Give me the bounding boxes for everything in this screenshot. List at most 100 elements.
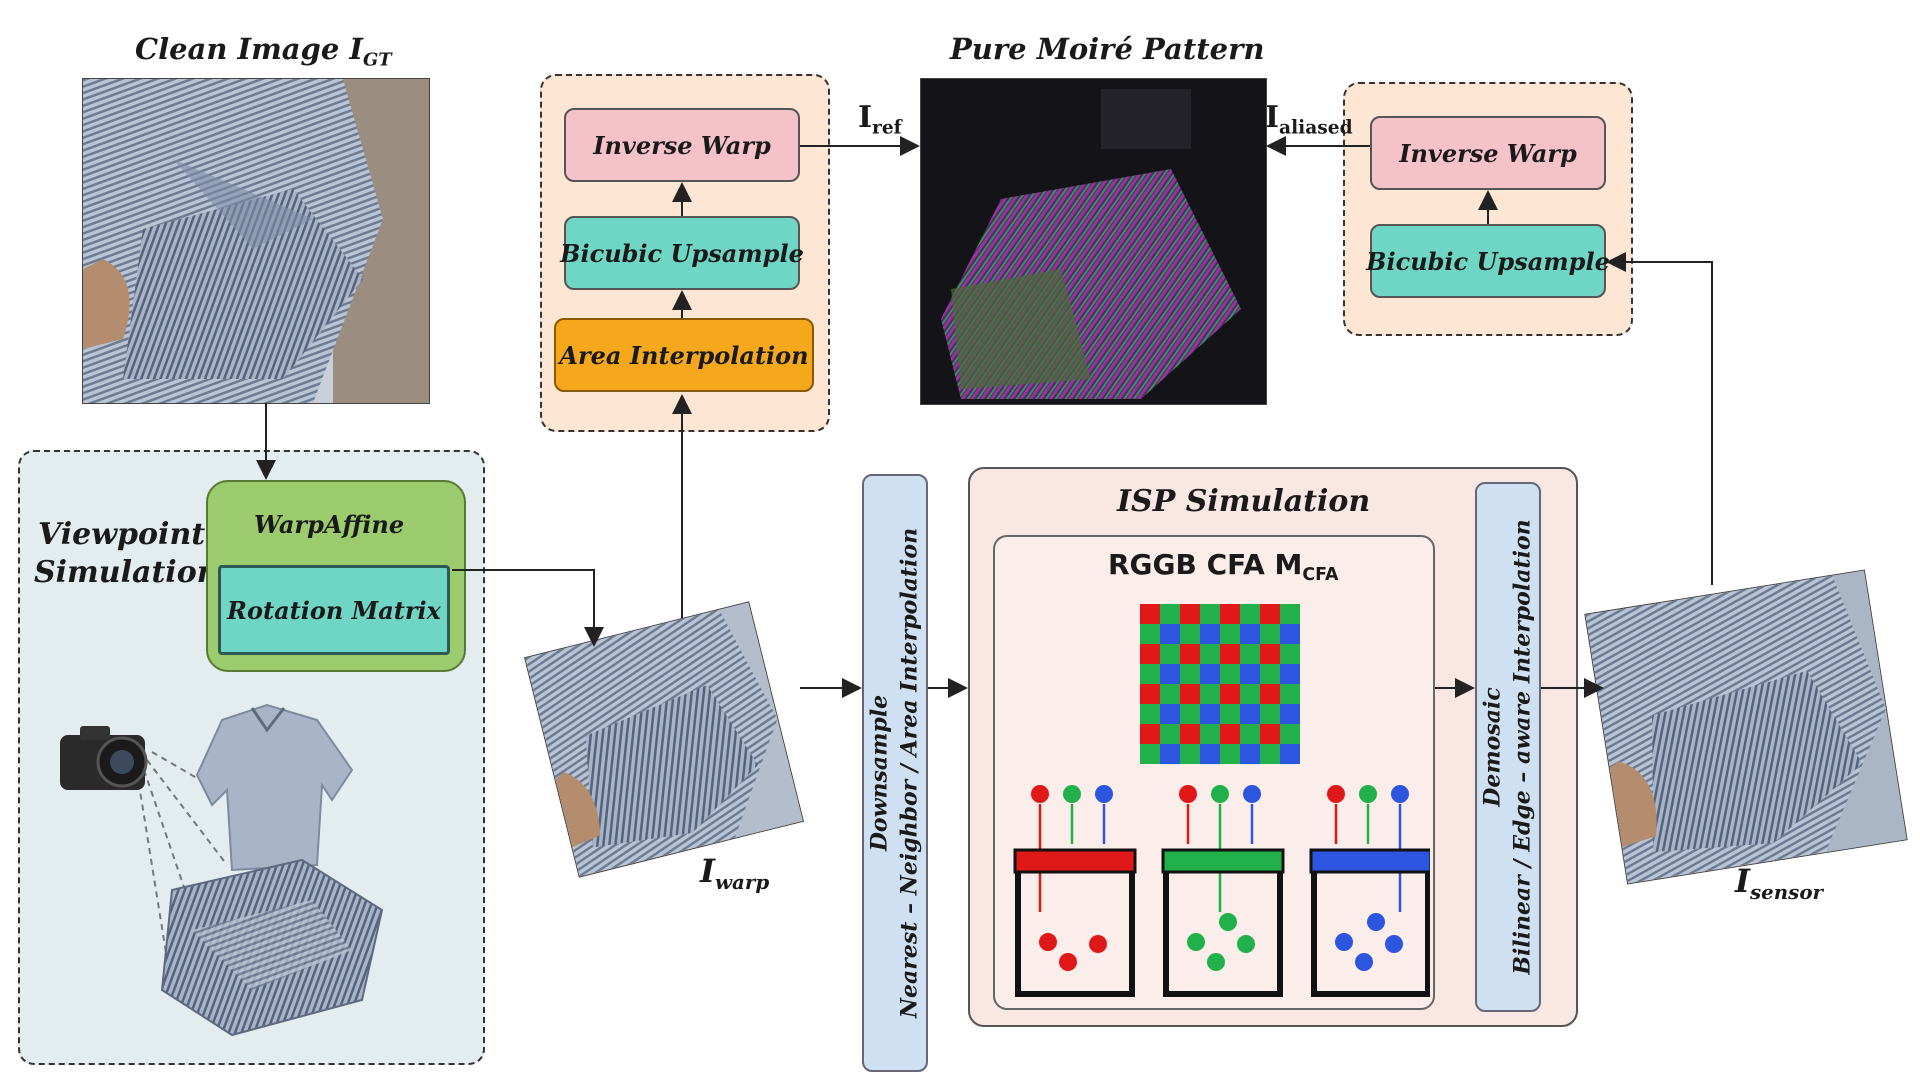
cfa-cell xyxy=(1200,664,1220,684)
cfa-cell xyxy=(1160,624,1180,644)
i-warp-label: Iwarp xyxy=(700,852,770,894)
cfa-cell xyxy=(1140,704,1160,724)
cfa-cell xyxy=(1200,684,1220,704)
captured-photon xyxy=(1219,913,1237,931)
cfa-cell xyxy=(1200,644,1220,664)
color-filter xyxy=(1013,848,1137,874)
cfa-cell xyxy=(1140,604,1160,624)
cfa-cell xyxy=(1160,664,1180,684)
cfa-cell xyxy=(1220,664,1240,684)
cfa-cell xyxy=(1180,624,1200,644)
sensor-well xyxy=(1163,872,1283,997)
isp-title: ISP Simulation xyxy=(1117,484,1371,519)
photon-ball xyxy=(1243,785,1261,803)
cfa-cell xyxy=(1220,684,1240,704)
cfa-cell xyxy=(1220,604,1240,624)
captured-photon xyxy=(1187,933,1205,951)
camera-icon xyxy=(60,726,148,790)
cfa-cell xyxy=(1160,744,1180,764)
sensor-well xyxy=(1015,872,1135,997)
cfa-cell xyxy=(1200,724,1220,744)
cfa-cell xyxy=(1180,684,1200,704)
cfa-cell xyxy=(1200,744,1220,764)
cfa-cell xyxy=(1240,644,1260,664)
photon-ball xyxy=(1359,785,1377,803)
sensor-well xyxy=(1311,872,1430,997)
warp-affine-label: WarpAffine xyxy=(254,510,405,539)
cfa-cell xyxy=(1180,704,1200,724)
cfa-cell xyxy=(1220,704,1240,724)
cfa-cell xyxy=(1260,744,1280,764)
color-filter xyxy=(1161,848,1285,874)
rotation-matrix-box: Rotation Matrix xyxy=(218,565,450,655)
cfa-cell xyxy=(1200,604,1220,624)
cfa-cell xyxy=(1180,744,1200,764)
cfa-cell xyxy=(1140,644,1160,664)
i-sensor-label: Isensor xyxy=(1735,862,1823,904)
cfa-cell xyxy=(1240,664,1260,684)
cfa-cell xyxy=(1180,724,1200,744)
cfa-cell xyxy=(1160,704,1180,724)
captured-photon xyxy=(1355,953,1373,971)
captured-photon xyxy=(1385,935,1403,953)
cfa-cell xyxy=(1220,624,1240,644)
cfa-bins xyxy=(1013,785,1430,997)
captured-photon xyxy=(1237,935,1255,953)
cfa-cell xyxy=(1280,604,1300,624)
pure-moire-photo xyxy=(920,78,1267,405)
cfa-cell xyxy=(1180,664,1200,684)
cfa-cell xyxy=(1280,624,1300,644)
color-filter xyxy=(1309,848,1430,874)
left-bicubic-upsample-box: Bicubic Upsample xyxy=(560,216,804,290)
cfa-cell xyxy=(1240,684,1260,704)
cfa-cell xyxy=(1280,724,1300,744)
cfa-cell xyxy=(1260,704,1280,724)
cfa-cell xyxy=(1200,704,1220,724)
cfa-cell xyxy=(1160,684,1180,704)
left-inverse-warp-box: Inverse Warp xyxy=(564,108,800,182)
cfa-cell xyxy=(1240,724,1260,744)
cfa-cell xyxy=(1140,684,1160,704)
photon-ball xyxy=(1095,785,1113,803)
cfa-cell xyxy=(1280,644,1300,664)
cfa-cell xyxy=(1260,684,1280,704)
captured-photon xyxy=(1089,935,1107,953)
photon-ball xyxy=(1211,785,1229,803)
camera-shirt-illustration xyxy=(52,690,432,1050)
cfa-cell xyxy=(1260,604,1280,624)
cfa-cell xyxy=(1180,604,1200,624)
cfa-cell xyxy=(1260,724,1280,744)
cfa-cell xyxy=(1280,704,1300,724)
cfa-cell xyxy=(1180,644,1200,664)
cfa-cell xyxy=(1220,744,1240,764)
cfa-cell xyxy=(1140,624,1160,644)
cfa-cell xyxy=(1140,744,1160,764)
cfa-cell xyxy=(1160,644,1180,664)
i-aliased-label: Ialiased xyxy=(1265,100,1353,139)
cfa-cell xyxy=(1260,624,1280,644)
cfa-title: RGGB CFA MCFA xyxy=(1108,548,1339,586)
cfa-cell xyxy=(1280,744,1300,764)
cfa-cell xyxy=(1160,724,1180,744)
clean-image-photo xyxy=(82,78,430,404)
photon-ball xyxy=(1179,785,1197,803)
cfa-cell xyxy=(1200,624,1220,644)
captured-photon xyxy=(1059,953,1077,971)
captured-photon xyxy=(1207,953,1225,971)
right-bicubic-upsample-box: Bicubic Upsample xyxy=(1366,224,1610,298)
area-interpolation-box: Area Interpolation xyxy=(554,318,814,392)
cfa-grid xyxy=(1140,604,1300,764)
cfa-cell xyxy=(1240,704,1260,724)
viewpoint-title: Viewpoint Simulation xyxy=(34,517,219,590)
photon-ball xyxy=(1391,785,1409,803)
photon-ball xyxy=(1031,785,1049,803)
captured-photon xyxy=(1039,933,1057,951)
photon-ball xyxy=(1063,785,1081,803)
cfa-cell xyxy=(1240,744,1260,764)
cfa-cell xyxy=(1220,644,1240,664)
photon-ball xyxy=(1327,785,1345,803)
cfa-cell xyxy=(1260,664,1280,684)
cfa-cell xyxy=(1140,724,1160,744)
cfa-cell xyxy=(1280,664,1300,684)
